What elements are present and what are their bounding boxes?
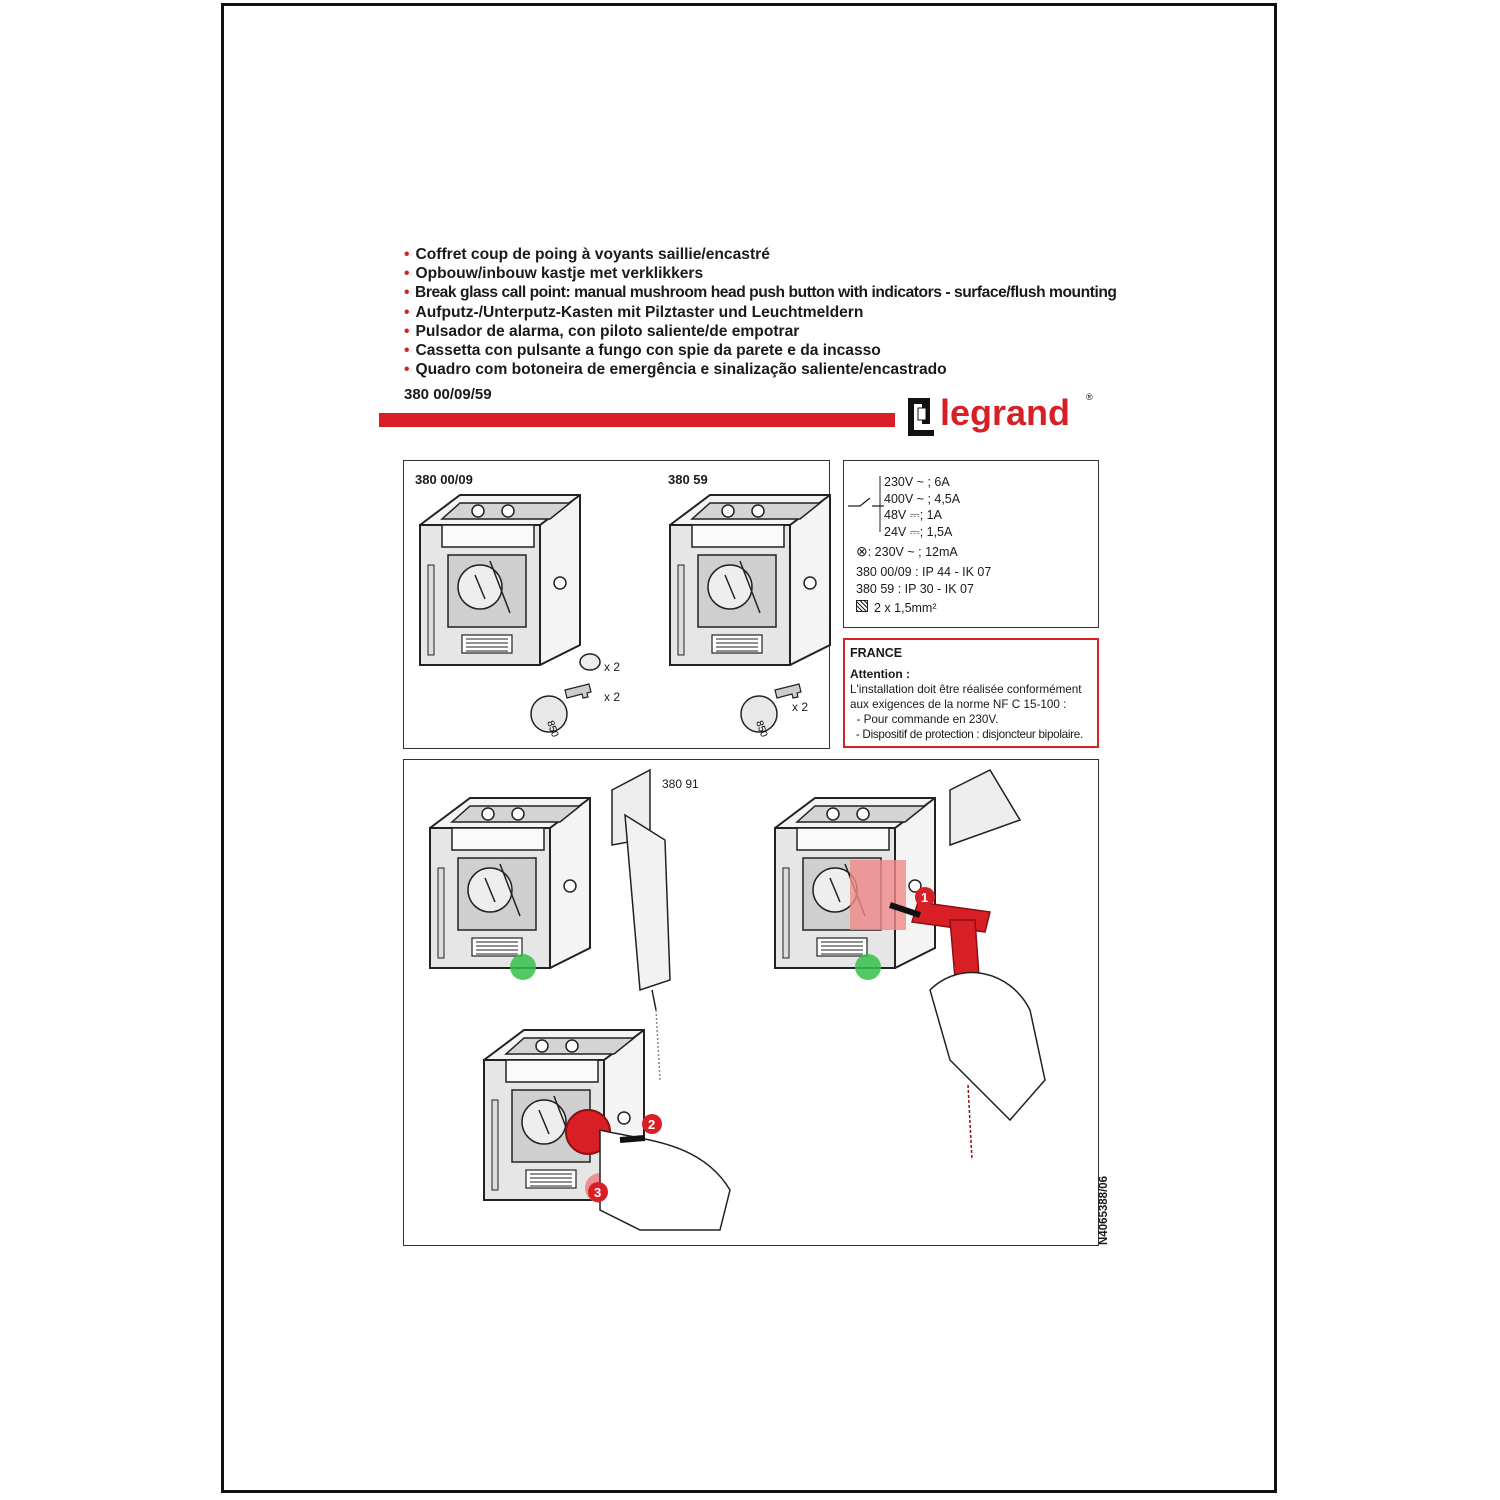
title-en: •Break glass call point: manual mushroom… [404, 284, 1117, 302]
ip-ratings: 380 00/09 : IP 44 - IK 07 380 59 : IP 30… [856, 565, 992, 596]
france-text: L'installation doit être réalisée confor… [850, 683, 1083, 741]
usage-panel [403, 759, 1099, 1246]
title-pt: •Quadro com botoneira de emergência e si… [404, 361, 947, 379]
contact-symbol-icon [848, 476, 884, 532]
lamp-rating: ⊗: 230V ~ ; 12mA [856, 543, 958, 559]
title-es: •Pulsador de alarma, con piloto saliente… [404, 322, 800, 340]
lamp-icon: ⊗ [856, 543, 868, 559]
product-ref-left: 380 00/09 [415, 472, 473, 487]
specs-panel [843, 460, 1099, 628]
france-title: FRANCE [850, 646, 903, 660]
title-de: •Aufputz-/Unterputz-Kasten mit Pilztaste… [404, 303, 864, 321]
france-notice [843, 638, 1099, 748]
title-it: •Cassetta con pulsante a fungo con spie … [404, 342, 881, 360]
terminal-icon [856, 600, 868, 612]
red-rule [379, 413, 895, 427]
attention-label: Attention : [850, 667, 910, 681]
products-panel [403, 460, 830, 749]
svg-text:®: ® [1086, 392, 1093, 402]
accessory-ref: 380 91 [662, 777, 699, 791]
page-frame [221, 3, 1277, 1493]
product-ref-right: 380 59 [668, 472, 708, 487]
title-list: •Coffret coup de poing à voyants saillie… [404, 245, 1117, 379]
document-number: N4065388/06 [1098, 1175, 1110, 1245]
product-reference: 380 00/09/59 [404, 386, 492, 403]
legrand-logo: legrand ® [908, 392, 1093, 436]
legrand-wordmark: legrand [940, 392, 1070, 433]
wiring-spec: 2 x 1,5mm² [856, 600, 937, 617]
title-fr: •Coffret coup de poing à voyants saillie… [404, 246, 770, 263]
contact-ratings: 230V ~ ; 6A 400V ~ ; 4,5A 48V ⎓; 1A 24V … [884, 475, 961, 539]
title-nl: •Opbouw/inbouw kastje met verklikkers [404, 265, 704, 283]
